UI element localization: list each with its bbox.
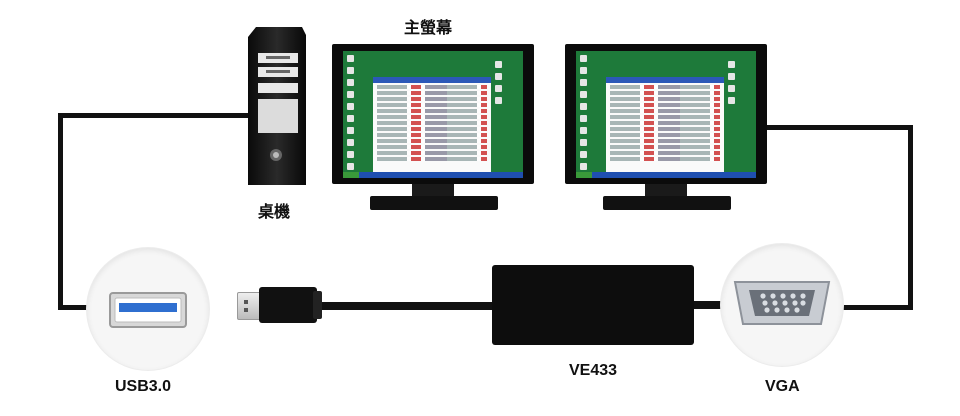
desktop-label: 桌機	[258, 204, 291, 221]
vga-label: VGA	[765, 378, 800, 395]
usb-port-icon	[109, 292, 187, 328]
desktop-tower-icon	[248, 27, 306, 185]
usb-label: USB3.0	[115, 378, 172, 395]
spreadsheet-window	[373, 77, 491, 177]
pc-cable-bottom	[58, 305, 90, 310]
main-monitor-screen	[343, 51, 523, 178]
main-screen-label: 主螢幕	[404, 20, 453, 37]
vga-cable-bottom	[840, 305, 912, 310]
main-monitor	[332, 44, 534, 222]
usb-port-badge	[87, 248, 209, 370]
vga-port-icon	[733, 281, 831, 325]
ve433-adapter	[492, 265, 694, 345]
usb-plug-body	[259, 287, 317, 323]
vga-port-badge	[721, 244, 843, 366]
vga-cable-top	[766, 125, 913, 130]
spreadsheet-window	[606, 77, 724, 177]
second-monitor	[565, 44, 767, 222]
second-monitor-screen	[576, 51, 756, 178]
adapter-label: VE433	[569, 362, 618, 379]
usb-plug-collar	[313, 291, 322, 319]
vga-cable-vertical	[908, 125, 913, 310]
pc-cable-vertical	[58, 113, 63, 310]
adapter-link-cable	[692, 301, 726, 309]
pc-cable-horizontal	[58, 113, 248, 118]
usb-cable	[320, 302, 494, 310]
